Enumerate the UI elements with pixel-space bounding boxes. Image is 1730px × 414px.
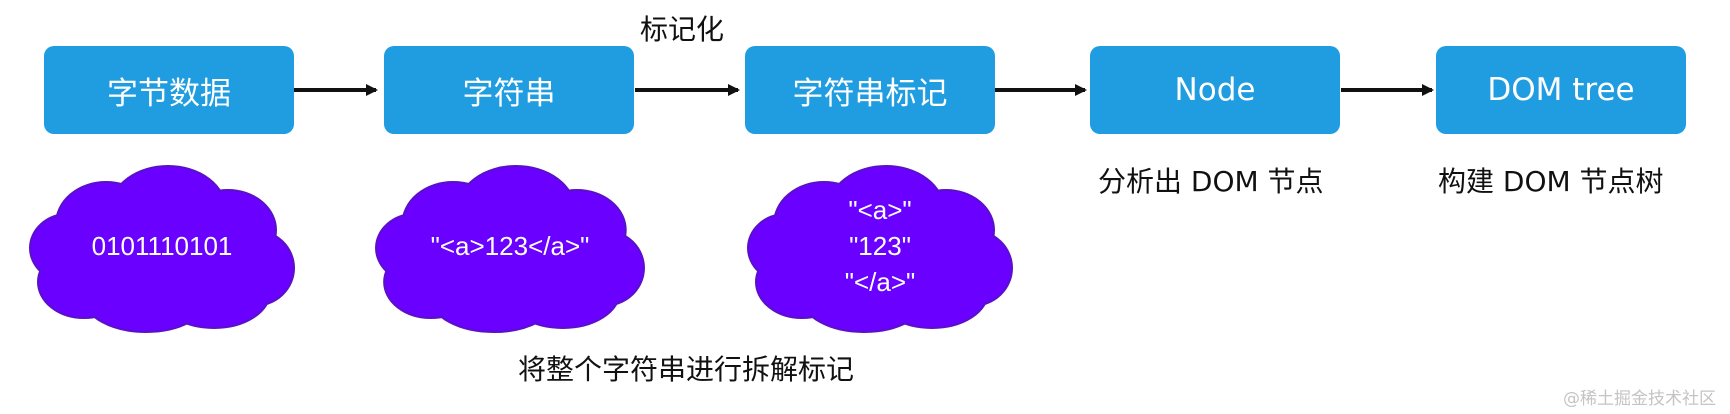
watermark: @稀土掘金技术社区 <box>1563 389 1716 409</box>
tokenize-arrow-label: 标记化 <box>640 13 725 46</box>
step-label: Node <box>1174 72 1256 108</box>
step-box-string: 字符串 <box>384 46 634 134</box>
step-box-node: Node <box>1090 46 1340 134</box>
tokenize-note: 将整个字符串进行拆解标记 <box>518 353 855 386</box>
step-box-dom-tree: DOM tree <box>1436 46 1686 134</box>
cloud-string: "<a>123</a>" <box>374 158 646 334</box>
cloud-shape <box>29 165 295 333</box>
step-box-bytes: 字节数据 <box>44 46 294 134</box>
cloud-line: 0101110101 <box>91 231 233 261</box>
cloud-text: "<a>" "123" "</a>" <box>746 158 1014 334</box>
cloud-line: "<a>" <box>848 195 912 225</box>
step-label: 字符串标记 <box>792 75 948 112</box>
cloud-bytes: 0101110101 <box>28 158 296 334</box>
cloud-text: 0101110101 <box>28 158 296 334</box>
step-box-tokens: 字符串标记 <box>745 46 995 134</box>
cloud-text: "<a>123</a>" <box>374 158 646 334</box>
dom-tree-caption: 构建 DOM 节点树 <box>1438 165 1664 198</box>
cloud-line: "</a>" <box>844 267 916 297</box>
cloud-shape <box>375 165 645 333</box>
cloud-tokens: "<a>" "123" "</a>" <box>746 158 1014 334</box>
step-label: DOM tree <box>1487 72 1635 108</box>
cloud-line: "123" <box>849 231 911 261</box>
node-caption: 分析出 DOM 节点 <box>1098 165 1324 198</box>
step-label: 字节数据 <box>107 75 231 112</box>
step-label: 字符串 <box>462 75 556 112</box>
cloud-shape <box>747 165 1013 333</box>
cloud-line: "<a>123</a>" <box>430 231 590 261</box>
